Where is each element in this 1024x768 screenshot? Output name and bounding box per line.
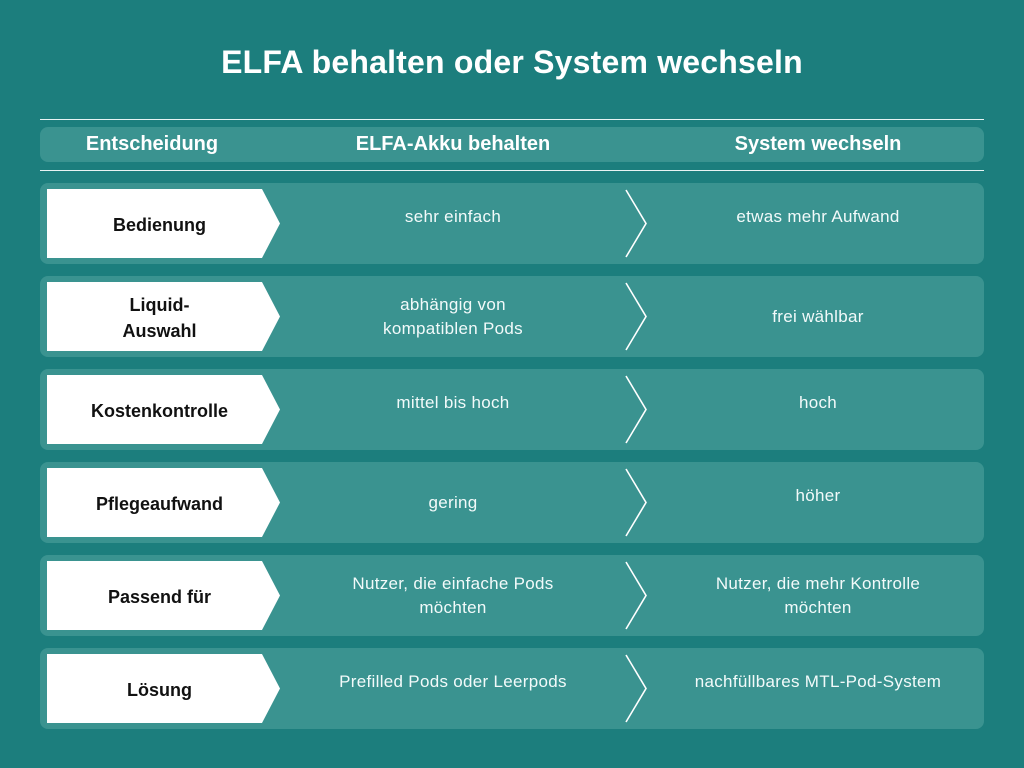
switch-value: frei wählbar — [772, 306, 864, 326]
row-label-tag: Liquid-Auswahl — [47, 282, 280, 351]
keep-value-text: abhängig von kompatiblen Pods — [383, 294, 523, 338]
switch-value: etwas mehr Aufwand — [736, 207, 900, 226]
table-row: Kostenkontrolle mittel bis hoch hoch — [40, 369, 984, 450]
keep-value: mittel bis hoch — [396, 393, 510, 412]
switch-value-text: Nutzer, die mehr Kontrolle möchten — [715, 574, 921, 617]
chevron-right-icon — [623, 373, 653, 446]
chevron-right-icon — [623, 466, 653, 539]
switch-value: hoch — [798, 393, 838, 412]
table-row: Bedienung sehr einfach etwas mehr Aufwan… — [40, 183, 984, 264]
row-label: Lösung — [127, 680, 192, 700]
row-label-tag: Bedienung — [47, 189, 280, 258]
row-label: Liquid-Auswahl — [122, 295, 197, 341]
switch-value: höher — [795, 486, 841, 505]
keep-value: sehr einfach — [404, 207, 502, 226]
chevron-right-icon — [623, 187, 653, 260]
keep-value: Prefilled Pods oder Leerpods — [339, 672, 567, 691]
chevron-right-icon — [623, 652, 653, 725]
chevron-right-icon — [623, 559, 653, 632]
row-label-tag: Passend für — [47, 561, 280, 630]
header-top-divider — [40, 119, 984, 120]
table-row: Passend für Nutzer, die einfache Pods mö… — [40, 555, 984, 636]
keep-value: gering — [428, 492, 478, 512]
keep-value: abhängig von kompatiblen Pods — [280, 276, 626, 357]
header-bottom-divider — [40, 170, 984, 171]
row-label-tag: Lösung — [47, 654, 280, 723]
row-label: Pflegeaufwand — [95, 494, 224, 514]
switch-value: Nutzer, die mehr Kontrolle möchten — [640, 555, 996, 636]
header-keep-battery: ELFA-Akku behalten — [355, 133, 551, 155]
table-row: Liquid-Auswahl abhängig von kompatiblen … — [40, 276, 984, 357]
header-switch-system: System wechseln — [734, 133, 902, 155]
page-title: ELFA behalten oder System wechseln — [221, 44, 803, 80]
table-row: Lösung Prefilled Pods oder Leerpods nach… — [40, 648, 984, 729]
row-label-tag: Kostenkontrolle — [47, 375, 280, 444]
row-label: Passend für — [107, 587, 212, 607]
switch-value: nachfüllbares MTL-Pod-System — [694, 672, 942, 691]
row-label: Bedienung — [113, 215, 206, 235]
table-header: Entscheidung ELFA-Akku behalten System w… — [40, 127, 984, 162]
chevron-right-icon — [623, 280, 653, 353]
header-decision: Entscheidung — [85, 133, 219, 155]
table-row: Pflegeaufwand gering höher — [40, 462, 984, 543]
row-label-tag: Pflegeaufwand — [47, 468, 280, 537]
keep-value-text: Nutzer, die einfache Pods möchten — [352, 573, 554, 617]
row-label: Kostenkontrolle — [90, 401, 228, 421]
keep-value: Nutzer, die einfache Pods möchten — [280, 555, 626, 636]
